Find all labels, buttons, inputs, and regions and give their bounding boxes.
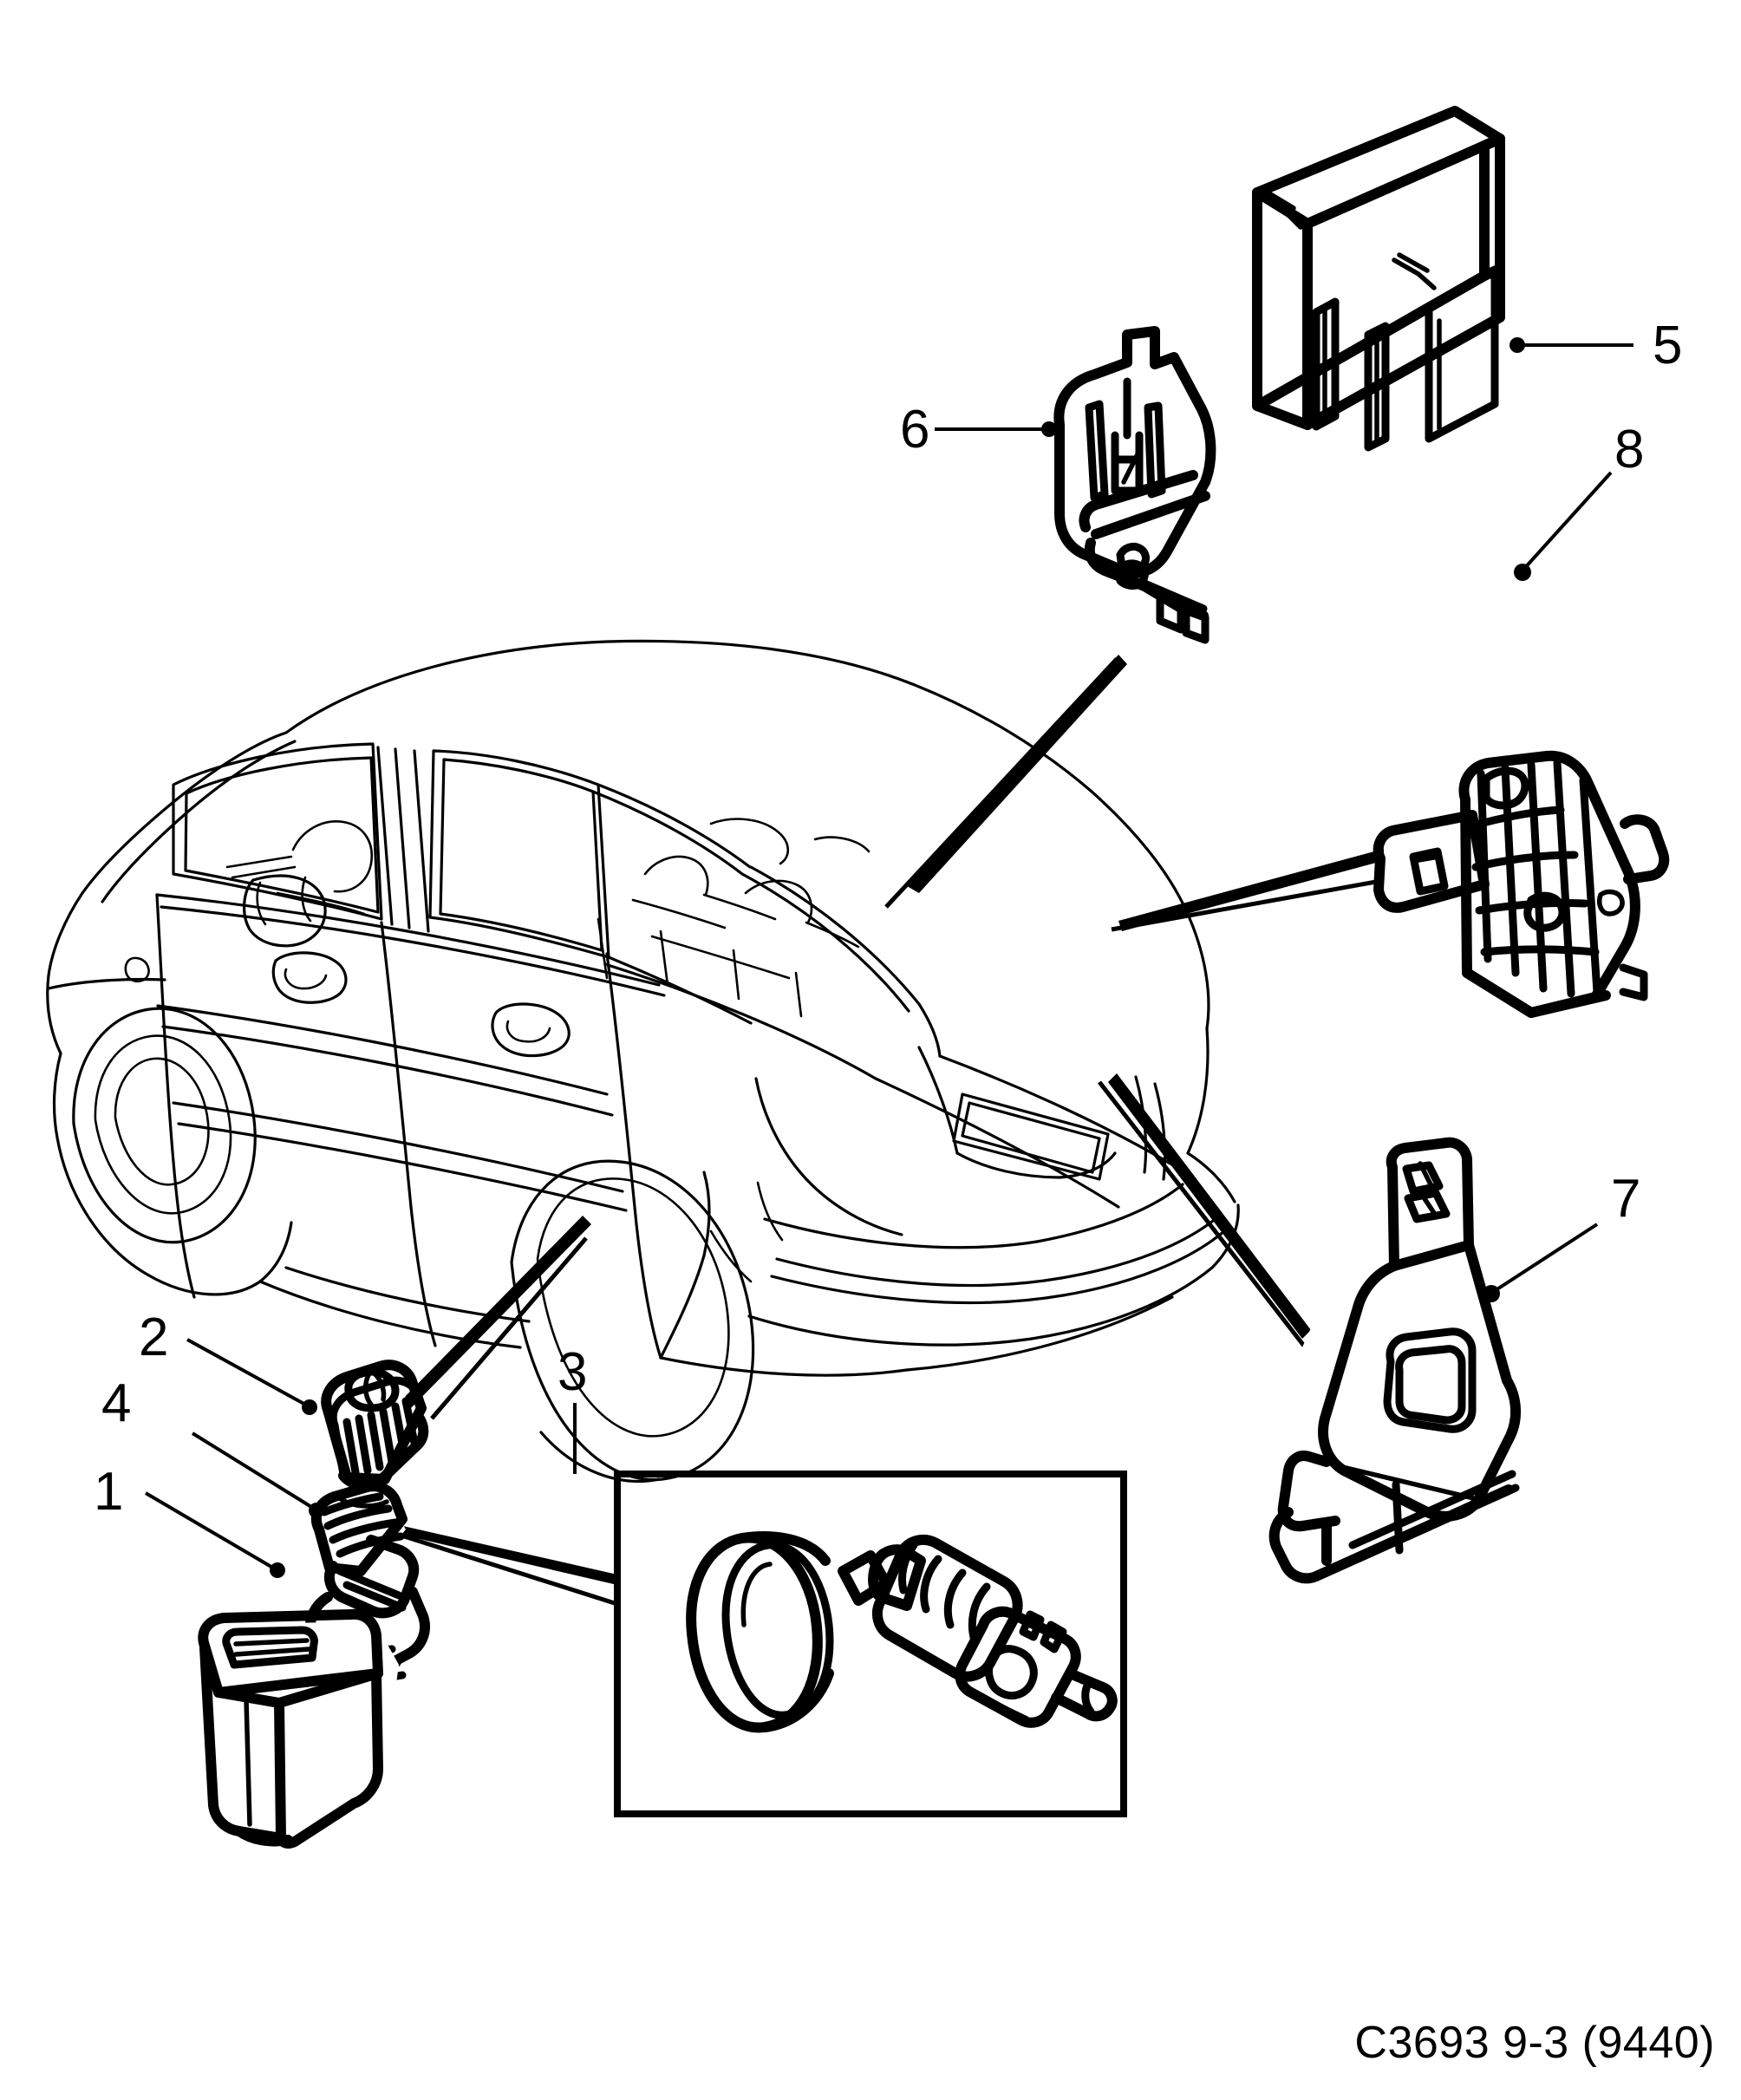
part-2-valve-cap [321,1360,429,1490]
callout-number-3: 3 [558,1342,588,1402]
callout-number-7: 7 [1611,1169,1641,1229]
leader-8 [1514,471,1613,581]
drawing-caption: C3693 9-3 (9440) [1354,2018,1715,2068]
pointer-bracket7-to-car [1098,1073,1311,1354]
callout-number-5: 5 [1653,316,1683,375]
seal-ring [686,1531,834,1733]
valve-core [838,1534,1118,1728]
part-1-sensor-body [191,1608,399,1849]
callout-number-2: 2 [139,1308,169,1367]
callout-number-1: 1 [94,1462,124,1522]
callout-number-6: 6 [900,400,930,460]
leader-1 [144,1491,285,1578]
pointer-bracket6-to-car [884,655,1127,909]
pointer-sensor-to-wheel [401,1216,591,1420]
leader-6 [935,421,1057,437]
leader-2 [186,1338,317,1415]
leader-5 [1510,337,1633,353]
callout-number-8: 8 [1614,420,1645,479]
callout-number-4: 4 [101,1373,132,1433]
